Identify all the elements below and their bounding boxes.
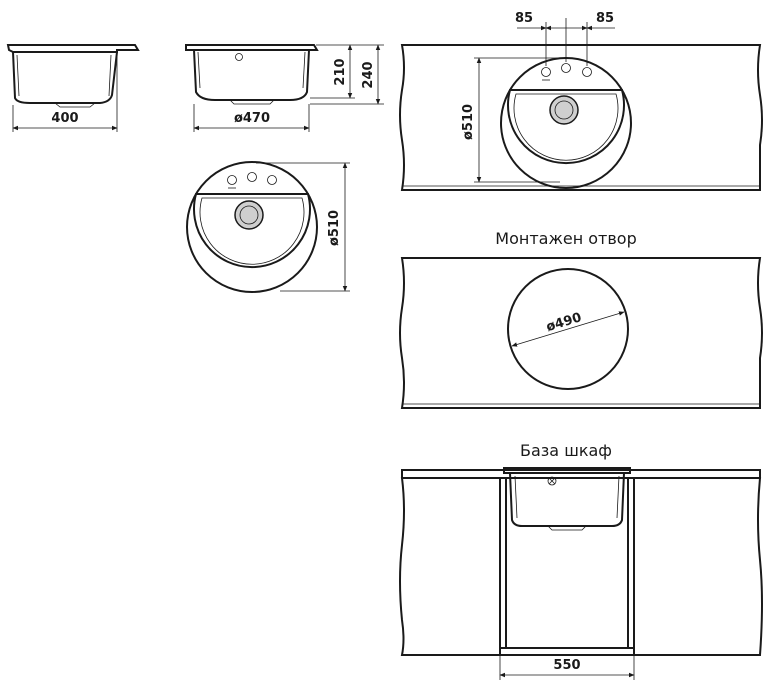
dim-cutout-diameter: ø490 <box>545 310 584 335</box>
cabinet-base-view: База шкаф 550 <box>399 441 763 680</box>
dim-top-diameter: ø510 <box>327 210 342 246</box>
dim-install-diameter: ø510 <box>461 104 476 140</box>
dim-side-width: 400 <box>51 111 78 126</box>
dim-tap-spacing-left: 85 <box>515 11 533 26</box>
dim-front-diameter: ø470 <box>234 111 270 126</box>
dim-cabinet-width: 550 <box>553 658 580 673</box>
caption-cabinet-base: База шкаф <box>520 441 612 460</box>
dim-depth-total: 240 <box>361 61 376 88</box>
dim-depth-inner: 210 <box>333 58 348 85</box>
side-view: 400 <box>6 44 140 132</box>
mounting-hole-view: Монтажен отвор ø490 <box>399 229 763 409</box>
caption-mounting-hole: Монтажен отвор <box>495 229 636 248</box>
top-view: ø510 <box>186 161 350 293</box>
installed-view: 85 85 ø510 <box>399 11 763 191</box>
front-view: ø470 210 240 <box>185 44 384 132</box>
dim-tap-spacing-right: 85 <box>596 11 614 26</box>
